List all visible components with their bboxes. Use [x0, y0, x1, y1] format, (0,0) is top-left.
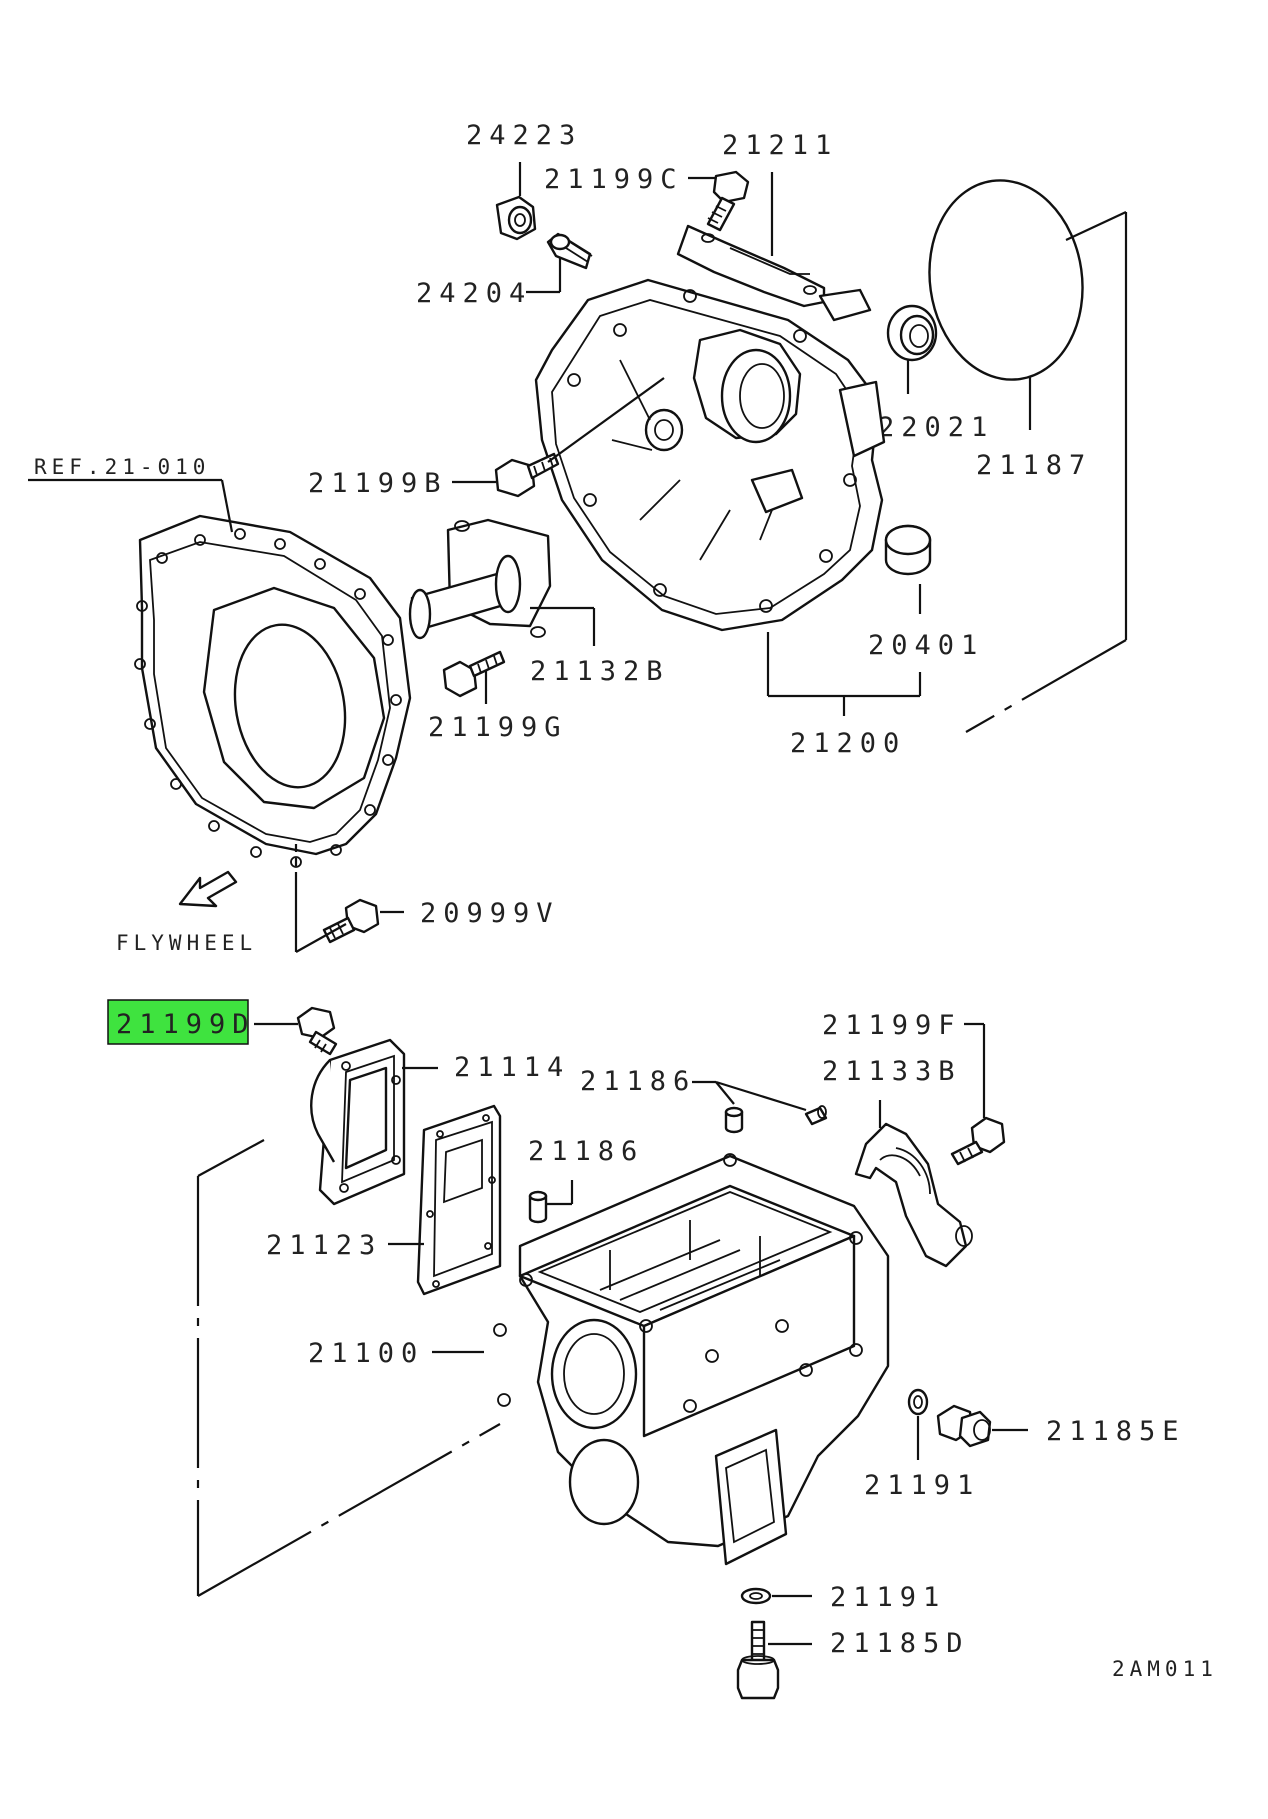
label-21191-a: 21191 — [864, 1470, 980, 1501]
diagram-code: 2AM011 — [1112, 1657, 1218, 1681]
flywheel-direction-arrow — [178, 870, 238, 908]
label-21187: 21187 — [976, 450, 1092, 481]
label-21132B: 21132B — [530, 656, 670, 687]
label-21211: 21211 — [722, 130, 838, 161]
label-22021: 22021 — [878, 412, 994, 443]
label-24204: 24204 — [416, 278, 532, 309]
part-21185D-drain-plug[interactable] — [736, 1620, 780, 1700]
label-21186-a: 21186 — [580, 1066, 696, 1097]
part-21186-dowel-pin-b[interactable] — [528, 1190, 548, 1224]
part-24204-fitting[interactable] — [546, 232, 593, 270]
part-21114-cover[interactable] — [310, 1038, 406, 1206]
part-20999V-bolt[interactable] — [322, 898, 380, 944]
part-21199G-bolt[interactable] — [442, 650, 506, 698]
part-21133B-bracket[interactable] — [854, 1122, 973, 1268]
part-22021-oil-seal[interactable] — [886, 304, 938, 362]
label-21123: 21123 — [266, 1230, 382, 1261]
part-20401-bushing[interactable] — [884, 524, 932, 576]
part-21185E-plug[interactable] — [936, 1404, 992, 1448]
label-21185E: 21185E — [1046, 1416, 1186, 1447]
label-ref-21-010: REF.21-010 — [34, 455, 210, 479]
part-21191-washer-a[interactable] — [907, 1388, 929, 1416]
part-21191-washer-b[interactable] — [740, 1587, 772, 1605]
highlight-box-21199D[interactable] — [107, 999, 249, 1045]
label-flywheel: FLYWHEEL — [116, 931, 257, 955]
part-21132B-bearing-retainer[interactable] — [408, 518, 552, 640]
part-21199F-bolt[interactable] — [950, 1116, 1006, 1166]
label-21191-b: 21191 — [830, 1582, 946, 1613]
part-21199D-bolt[interactable] — [296, 1006, 338, 1056]
label-21100: 21100 — [308, 1338, 424, 1369]
label-21199F: 21199F — [822, 1010, 962, 1041]
label-21199B: 21199B — [308, 468, 448, 499]
label-21185D: 21185D — [830, 1628, 970, 1659]
label-24223: 24223 — [466, 120, 582, 151]
part-21100-transmission-case[interactable] — [493, 1153, 890, 1566]
part-21123-gasket[interactable] — [416, 1104, 502, 1296]
label-21199C: 21199C — [544, 164, 684, 195]
part-21199C-bolt[interactable] — [706, 170, 750, 232]
part-24223-nut[interactable] — [495, 195, 537, 241]
part-ref-21-010-clutch-cover[interactable] — [134, 514, 412, 868]
label-21200: 21200 — [790, 728, 906, 759]
label-21133B: 21133B — [822, 1056, 962, 1087]
part-21187-o-ring[interactable] — [917, 170, 1095, 389]
label-21199G: 21199G — [428, 712, 568, 743]
part-21186-dowel-pin-a[interactable] — [724, 1105, 828, 1134]
label-21114: 21114 — [454, 1052, 570, 1083]
part-21211-bracket[interactable] — [676, 224, 826, 308]
label-21199D-highlighted[interactable]: 21199D — [116, 1009, 256, 1040]
label-21186-b: 21186 — [528, 1136, 644, 1167]
label-20999V: 20999V — [420, 898, 560, 929]
label-20401: 20401 — [868, 630, 984, 661]
part-21200-clutch-housing[interactable] — [534, 278, 886, 632]
